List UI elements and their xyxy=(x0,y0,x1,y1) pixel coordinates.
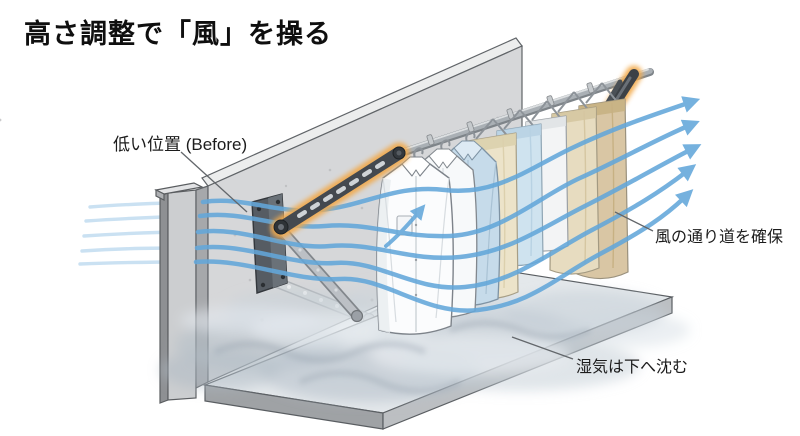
mist-wave-crests xyxy=(213,320,592,394)
bracket-arm-raised xyxy=(270,142,410,239)
wind-arrow-small xyxy=(384,204,426,248)
leader-before xyxy=(180,151,248,213)
wind-arrow xyxy=(200,96,701,213)
wind-streamlines xyxy=(193,96,702,313)
drying-pole xyxy=(388,68,654,160)
label-before-position: 低い位置 (Before) xyxy=(113,135,248,154)
leader-moisture xyxy=(511,336,574,360)
support-strut xyxy=(272,220,364,323)
wind-arrow xyxy=(195,144,702,261)
page-title: 高さ調整で「風」を操る xyxy=(24,19,332,49)
leader-lines xyxy=(180,151,654,360)
label-moisture-sink: 湿気は下へ沈む xyxy=(576,359,689,376)
leader-windpath xyxy=(614,211,654,232)
label-wind-path: 風の通り道を確保 xyxy=(655,229,784,246)
wind-arrow xyxy=(193,189,694,313)
